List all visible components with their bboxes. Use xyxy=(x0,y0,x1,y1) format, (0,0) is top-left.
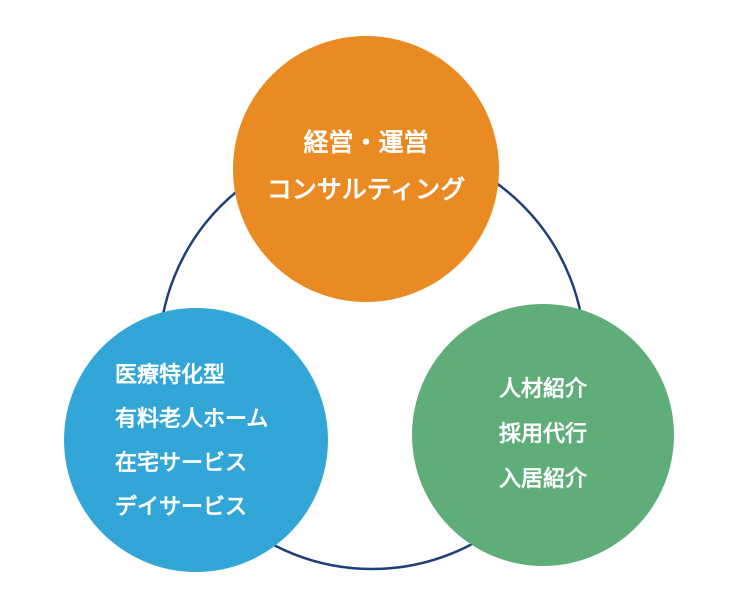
node-staffing-line-1: 人材紹介 xyxy=(498,376,587,402)
node-care-services-line-3: 在宅サービス xyxy=(115,451,248,476)
node-staffing: 人材紹介 採用代行 入居紹介 xyxy=(412,304,674,566)
node-consulting-line-1: 経営・運営 xyxy=(303,128,429,157)
node-staffing-line-3: 入居紹介 xyxy=(498,466,587,492)
node-care-services-line-1: 医療特化型 xyxy=(115,363,226,388)
node-staffing-line-2: 採用代行 xyxy=(498,421,587,447)
node-consulting-line-2: コンサルティング xyxy=(266,175,466,204)
node-consulting: 経営・運営 コンサルティング xyxy=(233,36,499,302)
node-care-services-line-2: 有料老人ホーム xyxy=(115,407,269,432)
node-care-services-line-4: デイサービス xyxy=(115,495,248,520)
node-care-services: 医療特化型 有料老人ホーム 在宅サービス デイサービス xyxy=(64,308,328,572)
